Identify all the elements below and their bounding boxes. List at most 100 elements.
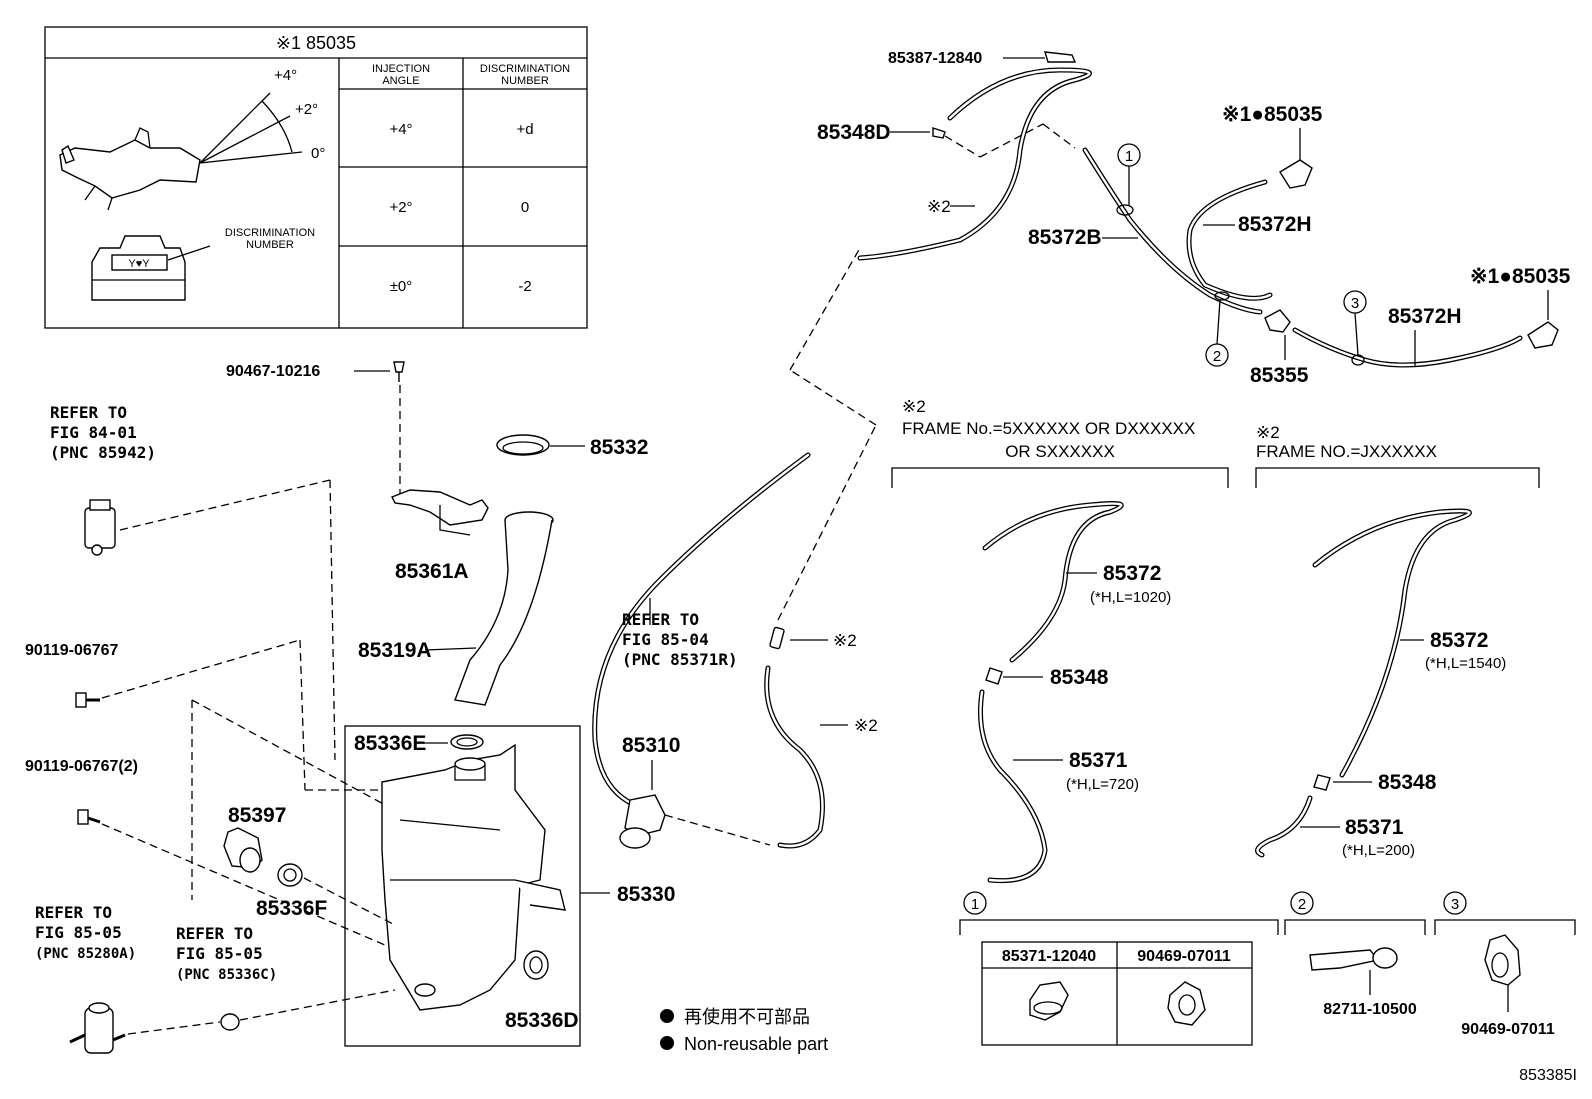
refer1-line2: FIG 84-01: [50, 423, 137, 442]
nozzle-illustration: +4° +2° 0°: [59, 67, 325, 211]
label-85035-lower: ※1●85035: [1470, 265, 1571, 288]
label-85361A: 85361A: [395, 560, 469, 583]
refer3-line1: REFER TO: [35, 903, 112, 922]
label-85332: 85332: [590, 436, 648, 459]
refer4-line2: FIG 85-05: [176, 944, 263, 963]
label-85372B: 85372B: [1028, 226, 1102, 249]
variant-a-frame-line2: OR SXXXXXX: [1005, 442, 1115, 461]
refer3-line3: (PNC 85280A): [35, 946, 136, 962]
variant-b-85348: 85348: [1378, 771, 1437, 794]
circle-3-top: 3: [1351, 295, 1359, 312]
label-85330: 85330: [617, 883, 675, 906]
label-90119-06767-2: 90119-06767(2): [25, 758, 138, 775]
refer2-line2: FIG 85-04: [622, 630, 709, 649]
variant-b-frame-line1: FRAME NO.=JXXXXXX: [1256, 442, 1437, 461]
row2-angle: +2°: [389, 199, 412, 216]
variant-b-85372-len: (*H,L=1540): [1425, 655, 1506, 672]
refer3-line2: FIG 85-05: [35, 923, 122, 942]
col-injection-line2: ANGLE: [382, 75, 419, 87]
hose-joint-2: ※2 ※2: [764, 247, 878, 849]
refer-block-2: REFER TO FIG 85-04 (PNC 85371R): [622, 610, 738, 669]
variant-a-85372-len: (*H,L=1020): [1090, 589, 1171, 606]
refer4-line3: (PNC 85336C): [176, 967, 277, 983]
label-85336E: 85336E: [354, 732, 426, 755]
variant-a-frame-line1: FRAME No.=5XXXXXX OR DXXXXXX: [902, 419, 1195, 438]
legend: 再使用不可部品 Non-reusable part: [660, 1007, 828, 1054]
pump-85310: 85310: [619, 734, 771, 849]
label-90119-06767: 90119-06767: [25, 642, 119, 659]
refer1-line3: (PNC 85942): [50, 443, 156, 462]
detail-3-part: 90469-07011: [1461, 1021, 1555, 1038]
discrimination-stamp: Y♥Y: [128, 258, 150, 270]
variant-b-85371-len: (*H,L=200): [1342, 842, 1415, 859]
refer1-line1: REFER TO: [50, 403, 127, 422]
refer2-line1: REFER TO: [622, 610, 699, 629]
refer2-line3: (PNC 85371R): [622, 650, 738, 669]
label-85355: 85355: [1250, 364, 1309, 387]
col-discrimination-line1: DISCRIMINATION: [480, 63, 570, 75]
variant-a-85372: 85372: [1103, 562, 1161, 585]
inlet-85319A: 85319A: [358, 511, 554, 706]
hose-assembly-top: 85387-12840 85348D ※2 85372B 1 85372H ※1…: [817, 50, 1571, 387]
note2-joint: ※2: [833, 631, 857, 650]
row1-number: +d: [516, 121, 533, 138]
col-discrimination-line2: NUMBER: [501, 75, 549, 87]
variant-a-mark: ※2: [902, 397, 926, 416]
label-85372H-lower: 85372H: [1388, 305, 1462, 328]
col-injection-line1: INJECTION: [372, 63, 430, 75]
variant-a-85371: 85371: [1069, 749, 1128, 772]
bolt-90119-b: [77, 699, 561, 961]
figure-code: 853385I: [1519, 1067, 1577, 1084]
variant-b-85372: 85372: [1430, 629, 1488, 652]
tank-85330: 85330: [381, 743, 675, 1011]
grommet-85336D: 85336D: [505, 950, 579, 1032]
refer-block-1: REFER TO FIG 84-01 (PNC 85942): [50, 403, 156, 462]
tank-frame: [344, 725, 581, 1047]
bracket-85361A: 85361A: [391, 489, 489, 583]
detail-circle-3: 3: [1451, 896, 1459, 913]
note2-main: ※2: [927, 197, 951, 216]
discrimination-label-line1: DISCRIMINATION: [225, 227, 315, 239]
nozzle-angle-box: ※1 85035 INJECTION ANGLE DISCRIMINATION …: [44, 26, 588, 329]
label-85336D: 85336D: [505, 1009, 579, 1032]
bolt-90119-a: [75, 639, 380, 791]
legend-jp: 再使用不可部品: [684, 1007, 810, 1027]
row3-number: -2: [518, 278, 531, 295]
hose-85371R: [592, 452, 811, 808]
label-85372H-upper: 85372H: [1238, 213, 1312, 236]
info-box-header: ※1 85035: [276, 33, 356, 53]
refer4-line1: REFER TO: [176, 924, 253, 943]
detail-clamps: 1 85371-12040 90469-07011 2 82711-10500 …: [959, 891, 1576, 1046]
gasket-85336E: 85336E: [354, 732, 484, 755]
non-reusable-bullet-icon: [660, 1009, 674, 1023]
non-reusable-bullet-icon: [660, 1036, 674, 1050]
pump-85280A: [69, 1002, 221, 1054]
label-85397: 85397: [228, 804, 286, 827]
variant-b-85371: 85371: [1345, 816, 1404, 839]
row1-angle: +4°: [389, 121, 412, 138]
label-85336F: 85336F: [256, 897, 327, 920]
discrimination-illustration: Y♥Y DISCRIMINATION NUMBER: [91, 227, 315, 301]
variant-b-mark: ※2: [1256, 423, 1280, 442]
label-85319A: 85319A: [358, 639, 432, 662]
detail-circle-1: 1: [971, 896, 979, 913]
label-85387-12840: 85387-12840: [888, 50, 982, 67]
variant-a-85371-len: (*H,L=720): [1066, 776, 1139, 793]
row2-number: 0: [521, 199, 529, 216]
refer-block-4: REFER TO FIG 85-05 (PNC 85336C): [176, 924, 277, 983]
variant-b: ※2 FRAME NO.=JXXXXXX 85372 (*H,L=1540) 8…: [1255, 423, 1540, 859]
row3-angle: ±0°: [390, 278, 413, 295]
detail-1-part-b: 90469-07011: [1137, 948, 1231, 965]
info-box-frame: [44, 26, 588, 329]
legend-en: Non-reusable part: [684, 1034, 828, 1054]
angle-zero: 0°: [311, 145, 325, 162]
label-90467-10216: 90467-10216: [226, 363, 320, 380]
angle-plus4: +4°: [274, 67, 297, 84]
variant-a: ※2 FRAME No.=5XXXXXX OR DXXXXXX OR SXXXX…: [891, 397, 1229, 884]
discrimination-label-line2: NUMBER: [246, 239, 294, 251]
label-85035-upper: ※1●85035: [1222, 103, 1323, 126]
grommet-85336C: [220, 989, 396, 1031]
refer-block-3: REFER TO FIG 85-05 (PNC 85280A): [35, 903, 136, 962]
detail-1-part-a: 85371-12040: [1002, 948, 1096, 965]
